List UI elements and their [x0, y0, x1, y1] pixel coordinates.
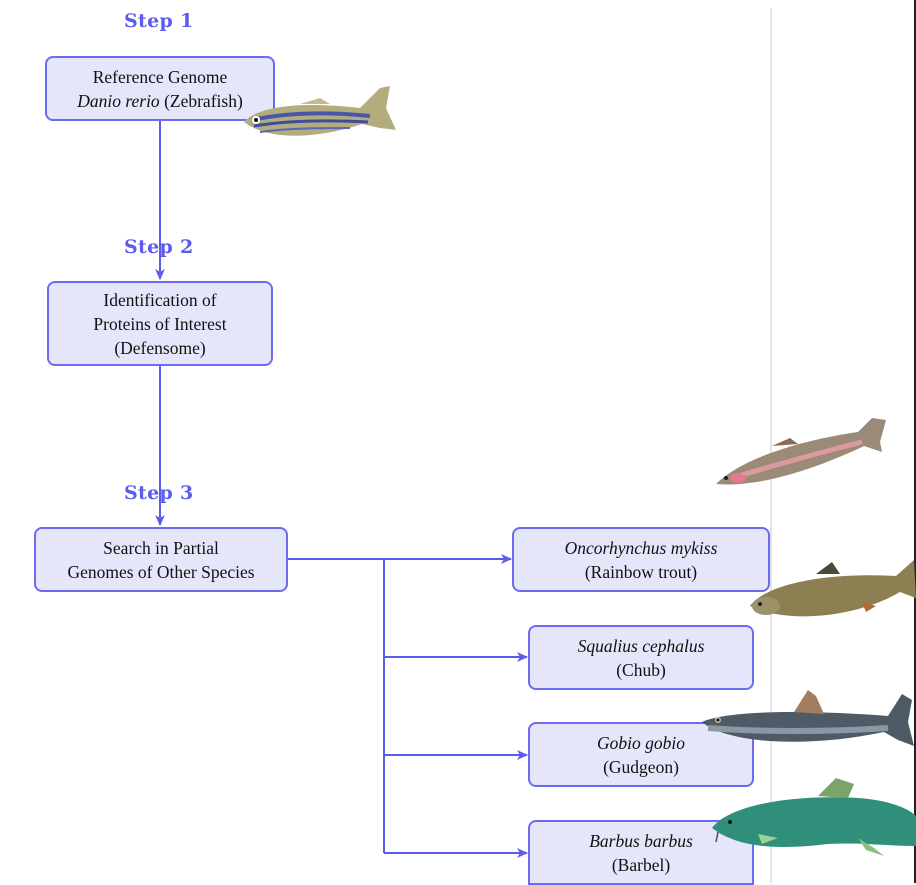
panel-divider	[770, 8, 772, 883]
reference-genome-box[interactable]: Reference Genome Danio rerio (Zebrafish)	[45, 56, 275, 121]
species-common: (Rainbow trout)	[584, 561, 698, 582]
barbel-image	[712, 778, 916, 856]
identification-box[interactable]: Identification of Proteins of Interest (…	[47, 281, 273, 366]
species-common: (Barbel)	[611, 854, 671, 875]
search-box[interactable]: Search in Partial Genomes of Other Speci…	[34, 527, 288, 592]
species-common: (Chub)	[616, 659, 666, 680]
species-scientific: Barbus barbus	[589, 830, 693, 851]
chub-image	[750, 560, 916, 617]
species-common: (Gudgeon)	[603, 756, 679, 777]
species-box-gudgeon[interactable]: Gobio gobio (Gudgeon)	[528, 722, 754, 787]
identification-line-3: (Defensome)	[114, 337, 206, 358]
common-name: (Zebrafish)	[164, 90, 243, 111]
zebrafish-image	[244, 86, 396, 136]
species-scientific: Gobio gobio	[597, 732, 685, 753]
species-scientific: Oncorhynchus mykiss	[564, 537, 718, 558]
rainbow-trout-image	[716, 418, 886, 485]
search-line-2: Genomes of Other Species	[67, 561, 255, 582]
identification-line-1: Identification of	[103, 289, 217, 310]
reference-genome-species: Danio rerio (Zebrafish)	[77, 89, 243, 113]
species-name: Danio rerio	[77, 90, 160, 111]
identification-line-2: Proteins of Interest	[93, 313, 227, 334]
step-3-label: Step 3	[124, 482, 194, 504]
step-2-label: Step 2	[124, 236, 194, 258]
search-line-1: Search in Partial	[103, 537, 219, 558]
species-scientific: Squalius cephalus	[577, 635, 705, 656]
reference-genome-title: Reference Genome	[92, 66, 228, 87]
window-edge	[914, 0, 916, 883]
step-1-label: Step 1	[124, 10, 194, 32]
species-box-trout[interactable]: Oncorhynchus mykiss (Rainbow trout)	[512, 527, 770, 592]
gudgeon-image	[702, 690, 914, 746]
species-box-chub[interactable]: Squalius cephalus (Chub)	[528, 625, 754, 690]
